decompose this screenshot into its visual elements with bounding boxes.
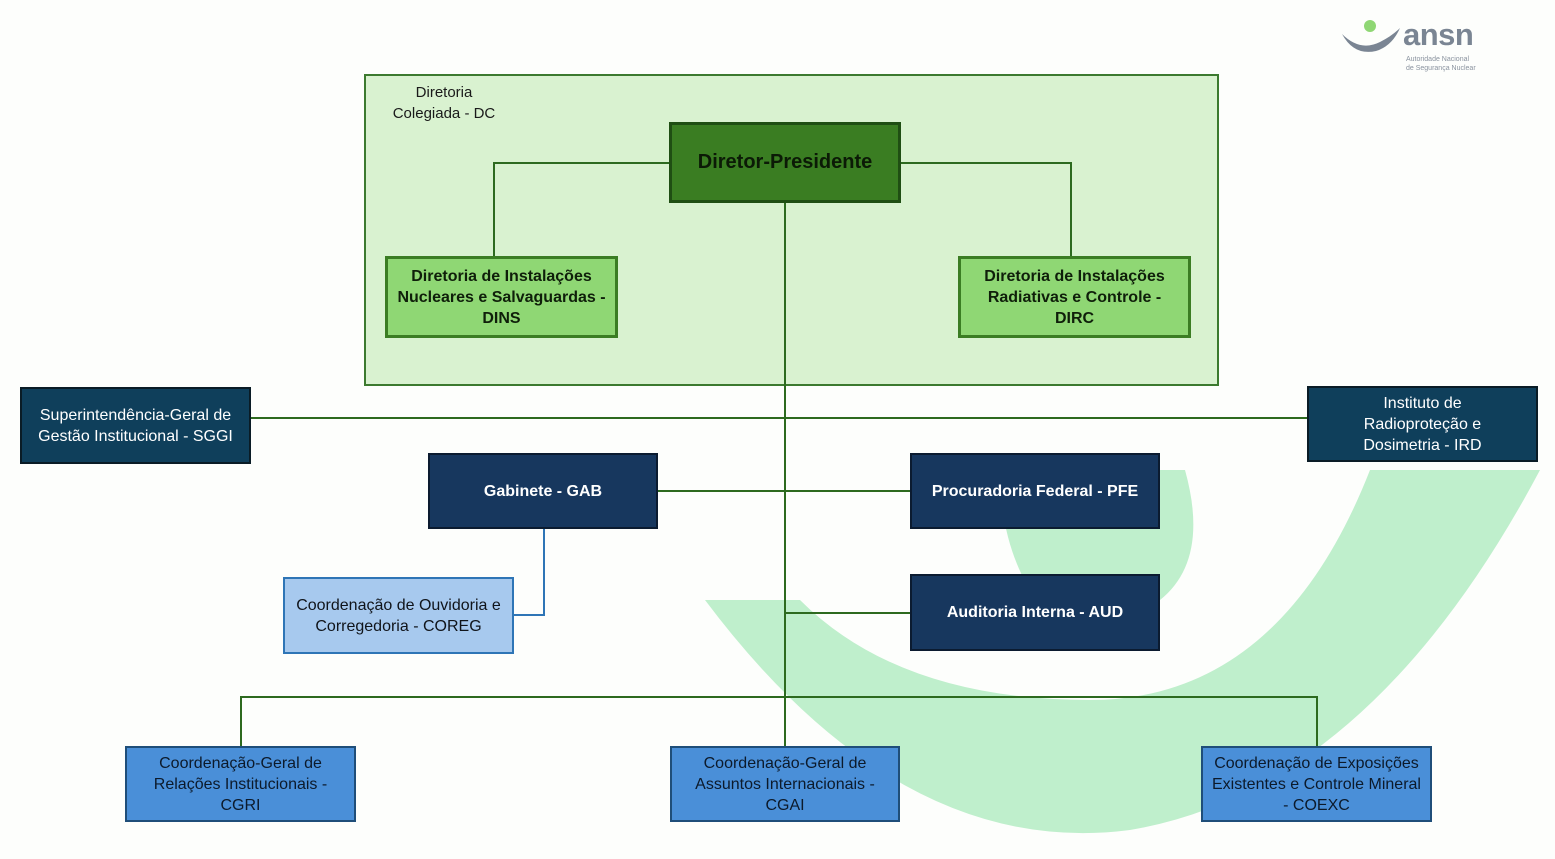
connector-bottom-bus xyxy=(240,696,1318,747)
logo-wordmark: ansn xyxy=(1403,17,1474,52)
connector-dp-dins xyxy=(493,162,670,257)
ird-label: Instituto de Radioproteção e Dosimetria … xyxy=(1363,394,1482,454)
collegiate-board-label: Diretoria Colegiada - DC xyxy=(392,84,496,122)
cgri-box: Coordenação-Geral de Relações Institucio… xyxy=(125,746,356,822)
connector-gab-coreg xyxy=(513,528,545,616)
pfe-box: Procuradoria Federal - PFE xyxy=(910,453,1160,529)
sggi-box: Superintendência-Geral de Gestão Institu… xyxy=(20,387,251,464)
coreg-label: Coordenação de Ouvidoria e Corregedoria … xyxy=(296,596,501,635)
watermark-large-arc xyxy=(705,470,1540,834)
logo-subtitle-line1: Autoridade Nacional xyxy=(1406,56,1470,63)
dirc-box: Diretoria de Instalações Radiativas e Co… xyxy=(958,256,1191,338)
coexc-box: Coordenação de Exposições Existentes e C… xyxy=(1201,746,1432,822)
gab-box: Gabinete - GAB xyxy=(428,453,658,529)
cgai-box: Coordenação-Geral de Assuntos Internacio… xyxy=(670,746,900,822)
coreg-box: Coordenação de Ouvidoria e Corregedoria … xyxy=(283,577,514,654)
gab-label: Gabinete - GAB xyxy=(483,482,603,500)
sggi-label: Superintendência-Geral de Gestão Institu… xyxy=(38,406,233,445)
ird-box: Instituto de Radioproteção e Dosimetria … xyxy=(1307,386,1538,462)
ansn-logo-mark xyxy=(1342,20,1400,52)
cgri-label: Coordenação-Geral de Relações Institucio… xyxy=(153,754,328,814)
cgai-label: Coordenação-Geral de Assuntos Internacio… xyxy=(695,754,875,814)
director-president-box: Diretor-Presidente xyxy=(669,122,901,203)
director-president-label: Diretor-Presidente xyxy=(697,151,873,173)
aud-label: Auditoria Interna - AUD xyxy=(946,604,1124,621)
dins-box: Diretoria de Instalações Nucleares e Sal… xyxy=(385,256,618,338)
aud-box: Auditoria Interna - AUD xyxy=(910,574,1160,651)
dirc-label: Diretoria de Instalações Radiativas e Co… xyxy=(984,267,1165,327)
pfe-label: Procuradoria Federal - PFE xyxy=(931,482,1139,500)
coexc-label: Coordenação de Exposições Existentes e C… xyxy=(1212,754,1421,814)
connector-dp-dirc xyxy=(900,162,1072,257)
logo-dot xyxy=(1364,20,1376,32)
logo-subtitle-line2: de Segurança Nuclear xyxy=(1406,65,1476,72)
dins-label: Diretoria de Instalações Nucleares e Sal… xyxy=(397,267,606,327)
logo-swoosh xyxy=(1342,28,1400,52)
